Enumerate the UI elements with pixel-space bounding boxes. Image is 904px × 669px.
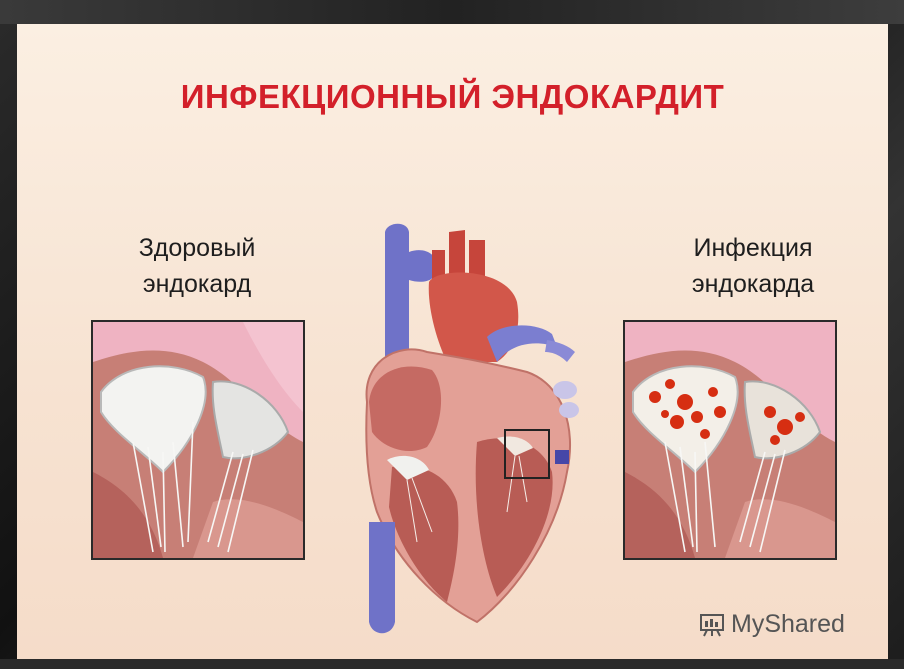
healthy-endocardium-caption: Здоровый эндокард bbox=[87, 230, 307, 302]
healthy-valve-illustration bbox=[93, 322, 303, 558]
heart-illustration bbox=[337, 212, 599, 642]
healthy-caption-line-1: Здоровый bbox=[87, 230, 307, 266]
watermark-text: MyShared bbox=[731, 610, 845, 639]
top-dark-border bbox=[0, 0, 904, 24]
presentation-slide: ИНФЕКЦИОННЫЙ ЭНДОКАРДИТ Здоровый эндокар… bbox=[17, 24, 888, 659]
infected-valve-illustration bbox=[625, 322, 835, 558]
infected-valve-image bbox=[623, 320, 837, 560]
presentation-board-icon bbox=[699, 612, 725, 638]
infected-caption-line-1: Инфекция bbox=[643, 230, 863, 266]
infected-endocardium-caption: Инфекция эндокарда bbox=[643, 230, 863, 302]
myshared-watermark: MyShared bbox=[699, 610, 845, 639]
healthy-valve-image bbox=[91, 320, 305, 560]
heart-cross-section bbox=[337, 212, 599, 642]
bottom-dark-border bbox=[0, 659, 904, 669]
slide-title: ИНФЕКЦИОННЫЙ ЭНДОКАРДИТ bbox=[17, 78, 888, 116]
healthy-caption-line-2: эндокард bbox=[87, 266, 307, 302]
infected-caption-line-2: эндокарда bbox=[643, 266, 863, 302]
